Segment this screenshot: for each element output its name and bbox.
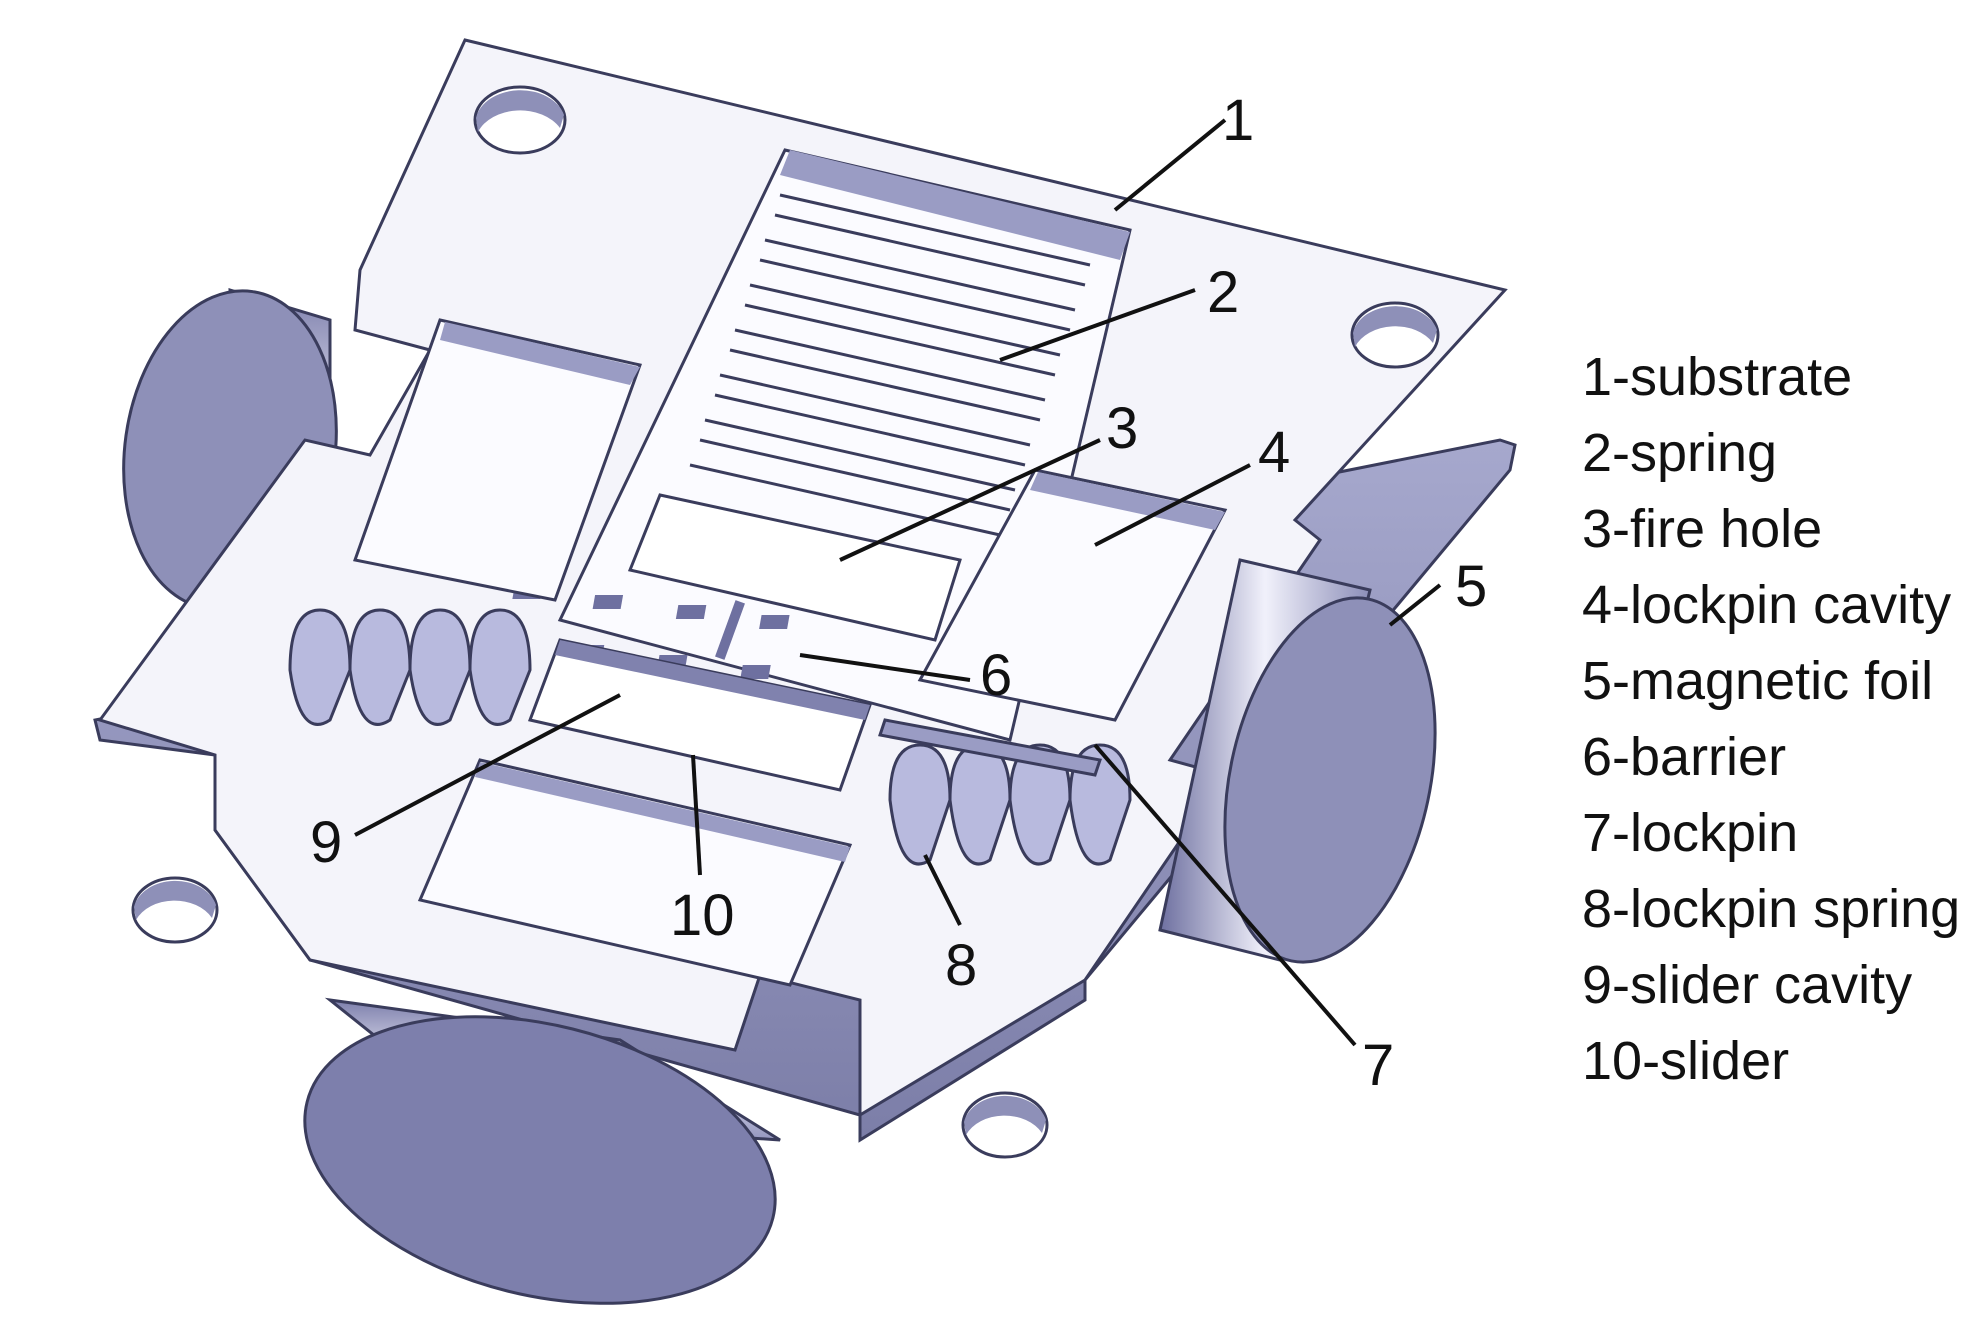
legend: 1-substrate 2-spring 3-fire hole 4-lockp… bbox=[1582, 347, 1960, 1091]
callout-3: 3 bbox=[1106, 396, 1138, 461]
callout-5: 5 bbox=[1455, 554, 1487, 619]
legend-item-10: 10-slider bbox=[1582, 1031, 1789, 1091]
legend-item-4: 4-lockpin cavity bbox=[1582, 575, 1951, 635]
legend-item-5: 5-magnetic foil bbox=[1582, 651, 1933, 711]
leader-2 bbox=[999, 288, 1196, 362]
leader-3 bbox=[839, 438, 1101, 562]
leader-9 bbox=[354, 693, 621, 837]
callout-1: 1 bbox=[1222, 88, 1254, 153]
leader-1 bbox=[1113, 118, 1227, 212]
callout-8: 8 bbox=[945, 933, 977, 998]
slider-cavity bbox=[417, 758, 853, 987]
mounting-holes bbox=[131, 85, 1440, 1159]
legend-item-6: 6-barrier bbox=[1582, 727, 1786, 787]
legend-item-3: 3-fire hole bbox=[1582, 499, 1822, 559]
leader-5 bbox=[1388, 583, 1442, 627]
left-cavity bbox=[353, 318, 642, 602]
legend-item-9: 9-slider cavity bbox=[1582, 955, 1912, 1015]
spring-meander bbox=[689, 193, 1091, 537]
legend-item-2: 2-spring bbox=[1582, 423, 1777, 483]
callouts: 1 2 3 4 5 6 7 8 9 10 bbox=[310, 88, 1487, 1098]
callout-2: 2 bbox=[1207, 260, 1239, 325]
lockpin-spring-left bbox=[288, 608, 532, 726]
lockpin bbox=[878, 718, 1102, 777]
callout-6: 6 bbox=[980, 643, 1012, 708]
legend-item-7: 7-lockpin bbox=[1582, 803, 1798, 863]
leader-lines bbox=[354, 118, 1442, 1047]
legend-item-1: 1-substrate bbox=[1582, 347, 1852, 407]
callout-10: 10 bbox=[670, 883, 735, 948]
leader-8 bbox=[923, 854, 962, 926]
magnetic-foil-bottom bbox=[303, 997, 781, 1305]
callout-7: 7 bbox=[1362, 1033, 1394, 1098]
legend-item-8: 8-lockpin spring bbox=[1582, 879, 1960, 939]
lockpin-cavity bbox=[917, 468, 1228, 722]
leader-10 bbox=[691, 754, 702, 876]
callout-9: 9 bbox=[310, 810, 342, 875]
leader-6 bbox=[799, 653, 971, 682]
leader-4 bbox=[1094, 463, 1251, 547]
callout-4: 4 bbox=[1258, 420, 1290, 485]
slider bbox=[527, 638, 872, 792]
leader-7 bbox=[1093, 743, 1357, 1047]
